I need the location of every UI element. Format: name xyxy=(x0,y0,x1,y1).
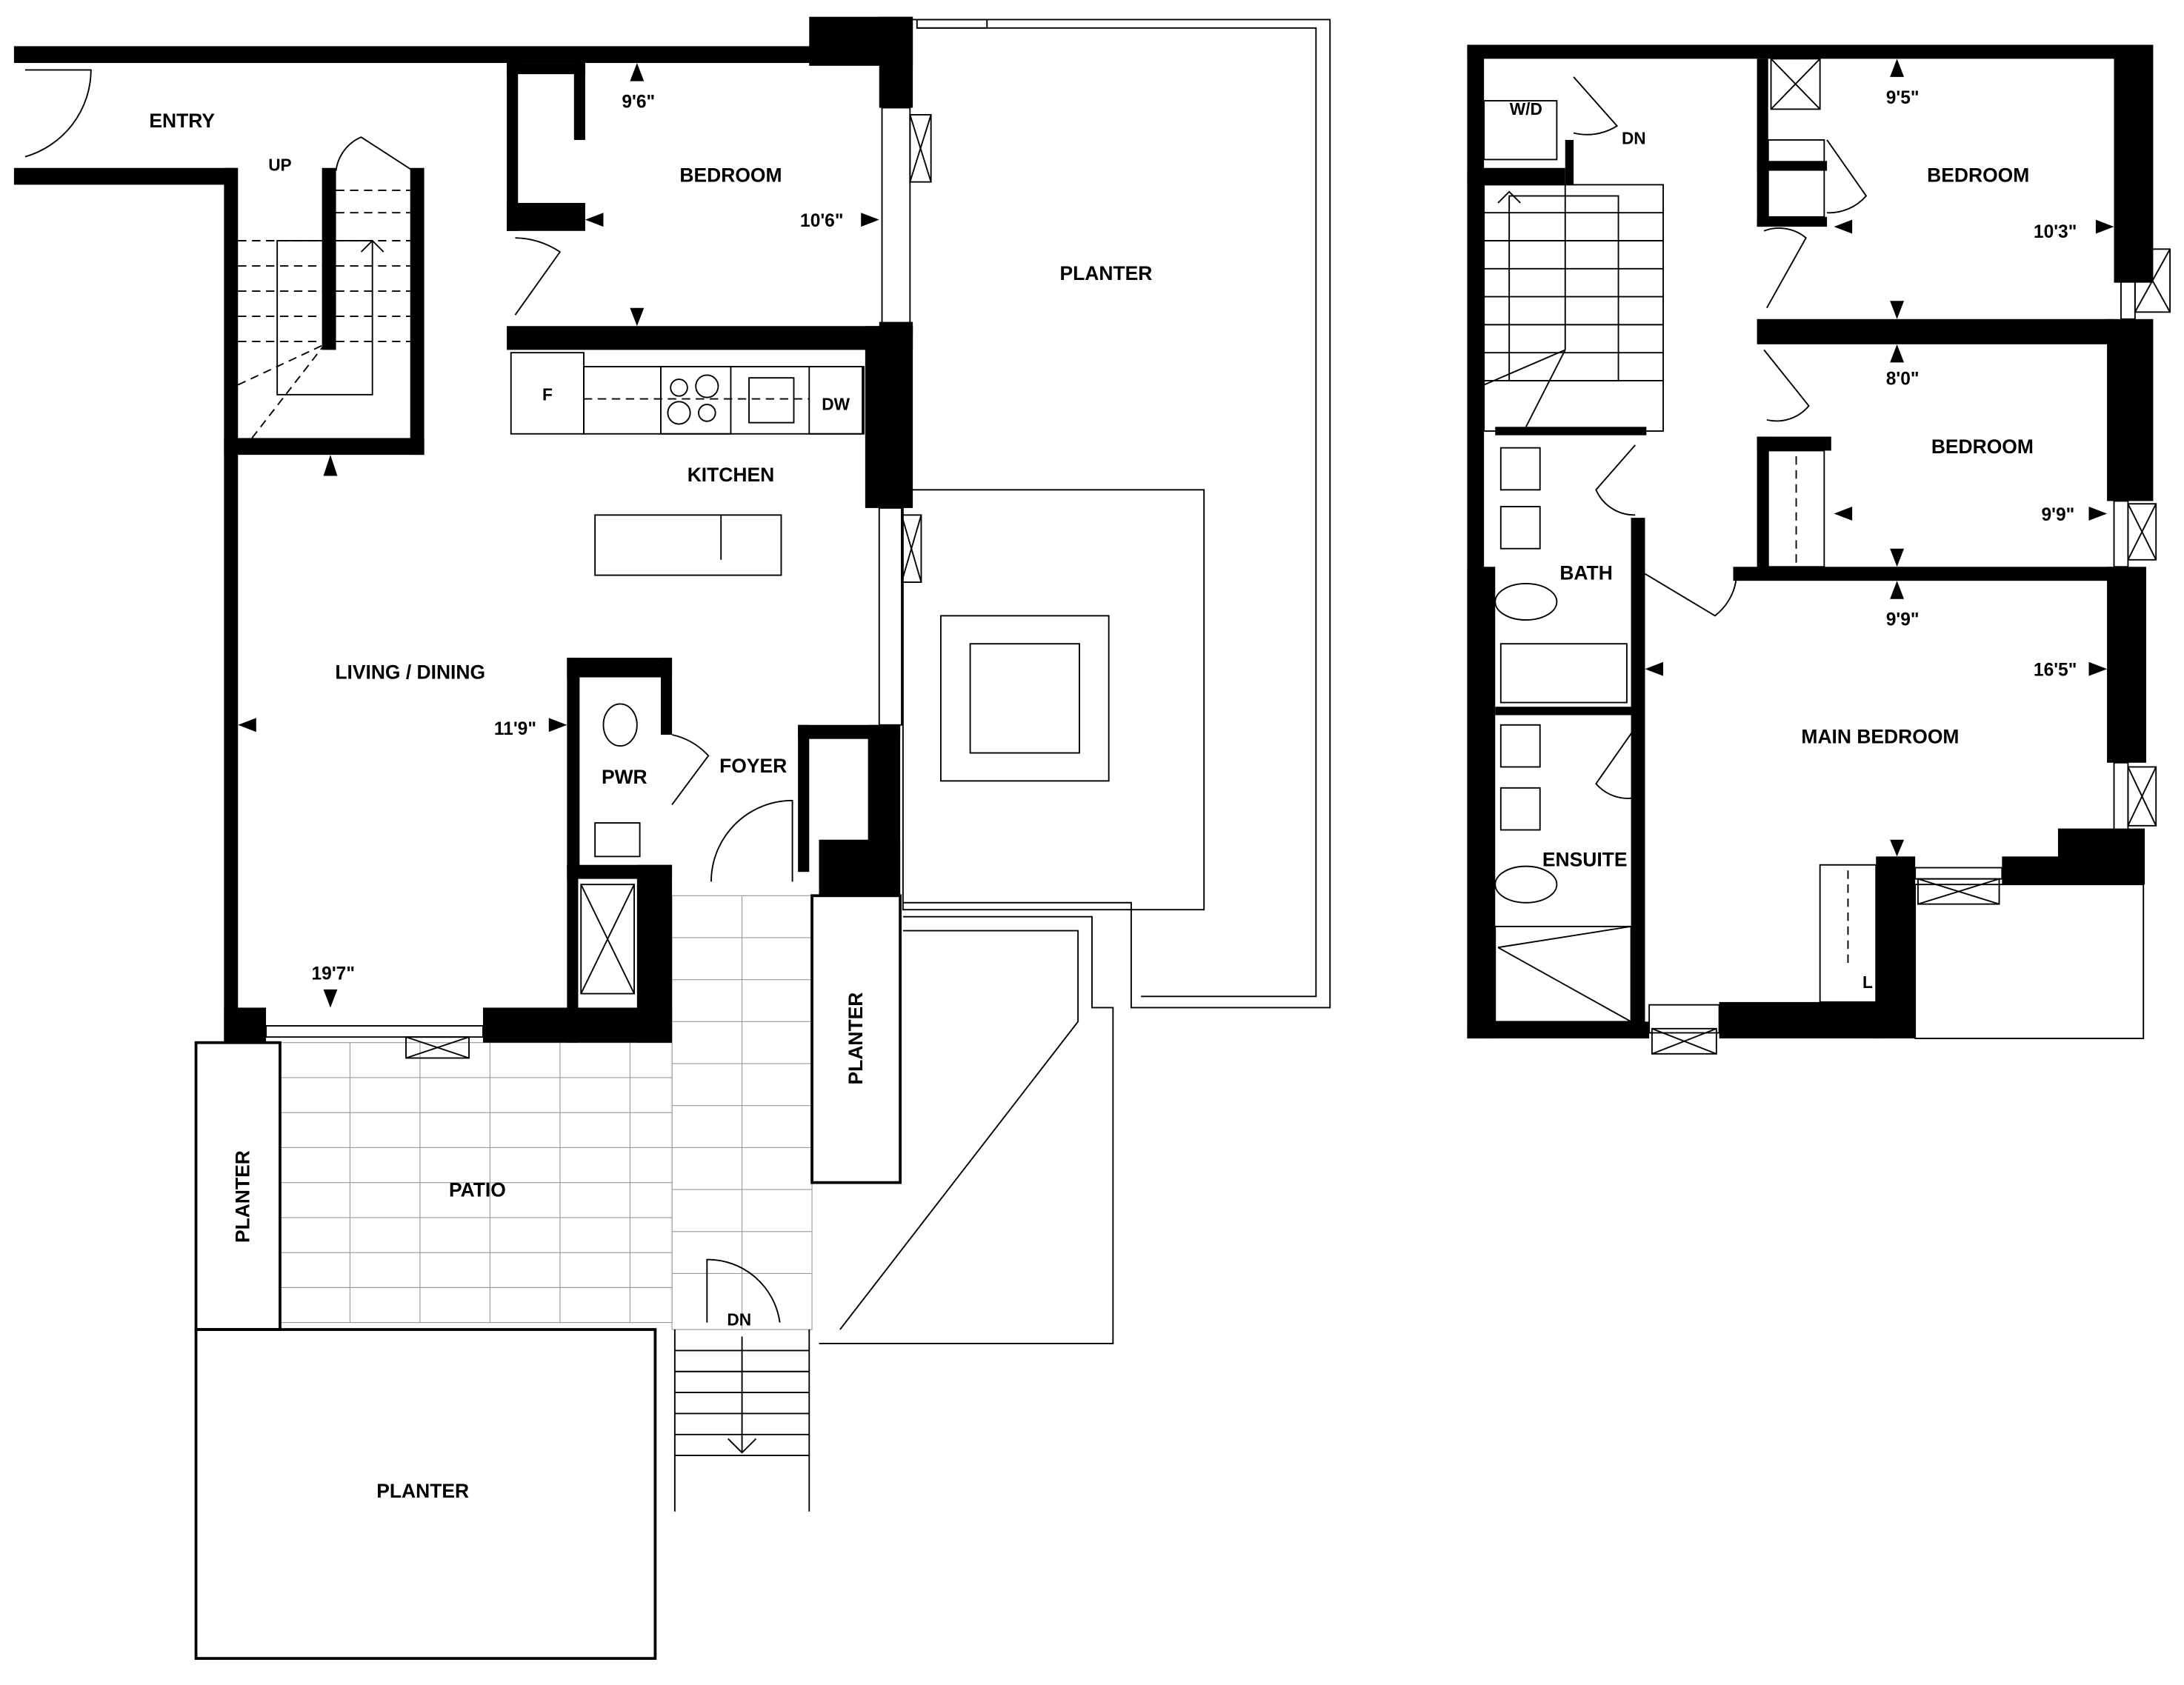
linen-label: L xyxy=(1862,972,1873,992)
closet-box xyxy=(580,884,635,995)
planter-top-inner xyxy=(916,27,1317,998)
skylight-inner xyxy=(969,643,1080,754)
upper-fixtures xyxy=(1483,58,1877,1023)
room-label-planter-top: PLANTER xyxy=(1059,262,1152,284)
interior-stairs xyxy=(237,190,410,439)
room-label-patio: PATIO xyxy=(449,1179,506,1201)
room-label-entry: ENTRY xyxy=(149,110,215,132)
upper-doors xyxy=(1573,76,1868,799)
kitchen-island xyxy=(594,514,782,576)
stair-door-swing xyxy=(335,136,413,172)
dim-bedroom-width: 10'6" xyxy=(800,211,843,231)
lower-walls xyxy=(13,16,913,1043)
room-label-main-bedroom: MAIN BEDROOM xyxy=(1801,725,1959,747)
dim-bedroom-1-width: 10'3" xyxy=(2034,222,2077,242)
upper-stairs xyxy=(1483,184,1664,432)
ramp-outline xyxy=(819,915,1114,1344)
room-label-ensuite: ENSUITE xyxy=(1542,849,1628,871)
room-label-planter-mid: PLANTER xyxy=(845,992,867,1085)
lower-level-plan: ENTRY UP BEDROOM KITCHEN LIVING / DINING… xyxy=(13,16,1331,1660)
ramp-inner xyxy=(839,930,1079,1330)
dim-living-depth: 19'7" xyxy=(312,964,355,984)
planter-top-outline xyxy=(902,19,1331,1009)
planter-bottom-box xyxy=(194,1328,657,1660)
room-label-planter-bottom: PLANTER xyxy=(376,1480,469,1502)
room-label-bath: BATH xyxy=(1559,561,1612,584)
upper-dimension-arrows xyxy=(1645,59,2114,857)
lower-dimension-arrows xyxy=(238,63,879,1008)
dim-bedroom-2-width: 9'9" xyxy=(2042,505,2075,525)
wd-label: W/D xyxy=(1510,99,1542,119)
upper-windows xyxy=(1648,248,2171,1055)
room-label-bedroom: BEDROOM xyxy=(679,164,782,187)
upper-level-plan: W/D DN BEDROOM BEDROOM BATH MAIN BEDROOM… xyxy=(1467,44,2171,1055)
terrace-outline xyxy=(902,489,1205,911)
stair-label-dn: DN xyxy=(727,1309,751,1329)
stair-label-up: UP xyxy=(268,156,291,175)
balcony-outline xyxy=(1914,884,2145,1039)
room-label-foyer: FOYER xyxy=(719,755,787,777)
foyer-door-swing xyxy=(710,799,793,882)
entry-door-swing xyxy=(24,69,92,158)
fridge-label: F xyxy=(542,384,553,404)
skylight-outer xyxy=(939,615,1110,782)
exterior-stairs xyxy=(673,1258,810,1512)
room-label-living-dining: LIVING / DINING xyxy=(335,661,485,683)
room-label-bedroom-1: BEDROOM xyxy=(1927,164,2029,187)
pwr-door-swing xyxy=(671,734,710,806)
dishwasher-label: DW xyxy=(822,395,850,414)
upper-walls xyxy=(1467,44,2154,1039)
dim-main-width: 16'5" xyxy=(2034,661,2077,681)
dim-bedroom-depth: 9'6" xyxy=(622,92,655,112)
room-label-pwr: PWR xyxy=(602,766,647,788)
patio-tiles xyxy=(279,895,813,1330)
lower-windows xyxy=(265,19,988,1059)
dim-main-depth: 9'9" xyxy=(1886,610,1920,630)
dim-living-width: 11'9" xyxy=(494,719,536,739)
room-label-planter-left: PLANTER xyxy=(231,1150,253,1243)
dim-bedroom-1-depth: 9'5" xyxy=(1886,88,1920,108)
room-label-kitchen: KITCHEN xyxy=(688,464,775,486)
pwr-toilet xyxy=(602,703,638,747)
bedroom-door-swing xyxy=(514,237,562,316)
room-label-bedroom-2: BEDROOM xyxy=(1931,436,2034,458)
stair-label-dn-upper: DN xyxy=(1622,129,1646,148)
kitchen-fixtures xyxy=(510,352,865,995)
dim-bedroom-2-depth: 8'0" xyxy=(1886,370,1920,390)
pwr-sink xyxy=(594,822,641,858)
